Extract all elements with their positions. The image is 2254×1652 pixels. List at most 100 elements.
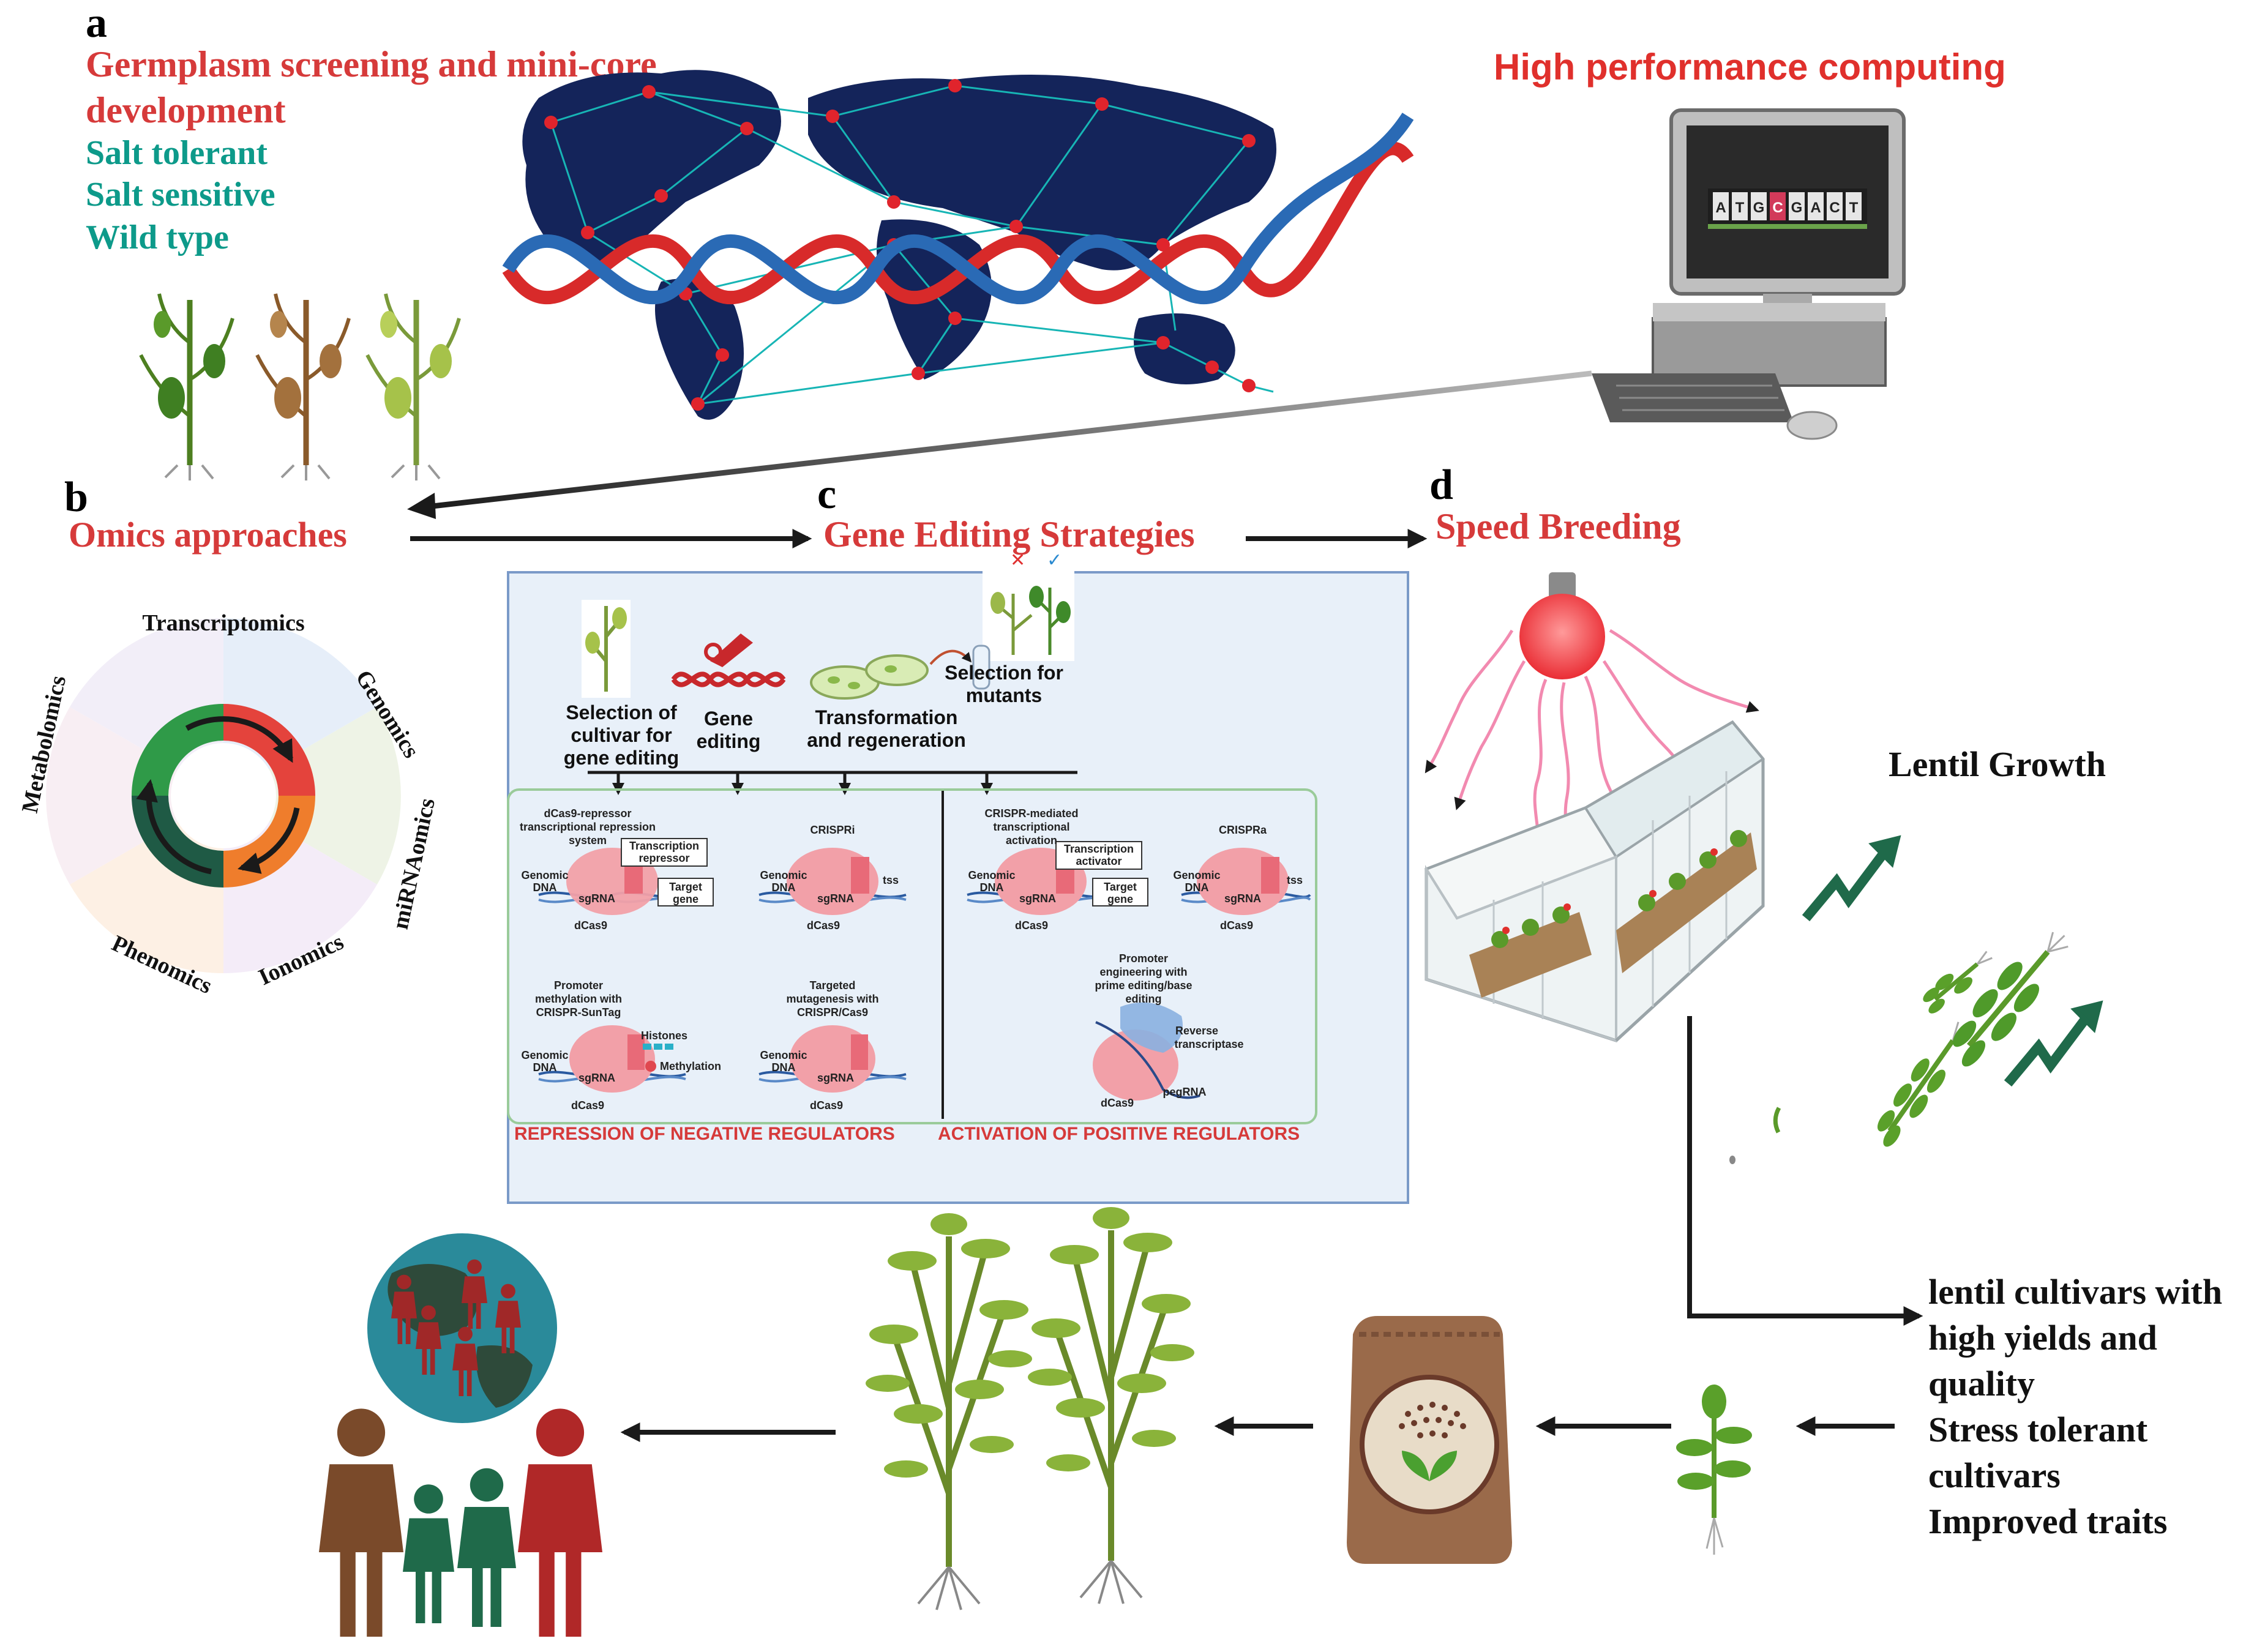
- dna-sequence: A T G C G A C T: [1708, 189, 1867, 229]
- sgrna-label: sgRNA: [1019, 892, 1056, 905]
- panel-c-title: Gene Editing Strategies: [823, 514, 1195, 555]
- seedling-plant-icon: [1676, 1385, 1752, 1555]
- genomic-label: Genomic: [968, 869, 1015, 881]
- panel-b-title: Omics approaches: [69, 515, 347, 555]
- dcas9-label: dCas9: [1220, 919, 1253, 932]
- panel-hpc: High performance computing A: [407, 47, 2006, 519]
- cultivar-plant-icon: [582, 600, 631, 698]
- targeted-mutagenesis-line3: CRISPR/Cas9: [797, 1006, 868, 1018]
- dcas9-repressor-line1: dCas9-repressor: [544, 807, 631, 820]
- target-gene-line1: Target: [669, 881, 702, 893]
- family-people-icon: [319, 1408, 602, 1637]
- seedling-icon: [1923, 951, 1993, 1014]
- computer-icon: [1592, 108, 1906, 440]
- seq-letter: T: [1735, 200, 1745, 216]
- activator-label-line1: Transcription: [1064, 843, 1134, 855]
- petri-dishes-icon: [810, 645, 990, 700]
- panel-d-title: Speed Breeding: [1436, 506, 1681, 547]
- dcas9-label: dCas9: [574, 919, 607, 932]
- growth-trend-arrowhead: [1868, 835, 1901, 868]
- panel-c-letter: c: [817, 471, 836, 518]
- promoter-methylation-line3: CRISPR-SunTag: [536, 1006, 621, 1018]
- panel-a: a Germplasm screening and mini-core deve…: [86, 0, 1414, 480]
- sgrna-label: sgRNA: [817, 1072, 854, 1084]
- growth-trend-arrowhead: [2070, 1000, 2103, 1033]
- seq-tile: [1732, 192, 1748, 220]
- category-wild-type: Wild type: [86, 219, 229, 256]
- mutant-plants-icon: ✕ ✓: [983, 550, 1074, 661]
- tss-label: tss: [1287, 874, 1303, 886]
- sgrna-label: sgRNA: [578, 1072, 615, 1084]
- seed-bag-icon: [1347, 1316, 1512, 1564]
- panel-b-letter: b: [64, 474, 88, 521]
- activator-label-line2: activator: [1076, 855, 1121, 867]
- seq-letter: C: [1829, 200, 1840, 216]
- step-mutant-line1: Selection for: [945, 662, 1063, 684]
- outcome-line4: Stress tolerant: [1928, 1410, 2148, 1449]
- outcomes: lentil cultivars with high yields and qu…: [319, 1207, 2222, 1637]
- pegrna-label: pegRNA: [1163, 1086, 1207, 1098]
- seq-letter: T: [1849, 200, 1859, 216]
- dna-label: DNA: [772, 881, 796, 894]
- sgrna-label: sgRNA: [1224, 892, 1261, 905]
- targeted-mutagenesis-line1: Targeted: [810, 979, 856, 992]
- outcome-line5: cultivars: [1928, 1456, 2061, 1495]
- activation-target-line2: gene: [1107, 893, 1133, 905]
- genomic-label: Genomic: [521, 1049, 568, 1061]
- prime-editing-line2: engineering with: [1099, 966, 1187, 978]
- panel-c: c Gene Editing Strategies ✕ ✓: [507, 471, 1428, 1204]
- dcas9-label: dCas9: [1101, 1097, 1134, 1109]
- seq-letter: A: [1810, 200, 1821, 216]
- mature-plant-icon: [1953, 932, 2069, 1067]
- step-select-line3: gene editing: [564, 747, 679, 769]
- crispri-label: CRISPRi: [810, 824, 855, 836]
- dna-label: DNA: [772, 1061, 796, 1074]
- prime-editing-line3: prime editing/base: [1095, 979, 1192, 992]
- gene-editing-scissors-dna-icon: [671, 634, 786, 687]
- dcas9-label: dCas9: [1015, 919, 1048, 932]
- genomic-label: Genomic: [1173, 869, 1220, 881]
- activation-heading: ACTIVATION OF POSITIVE REGULATORS: [938, 1124, 1300, 1144]
- lentil-growth-title: Lentil Growth: [1889, 744, 2106, 784]
- panel-b: b Omics approaches Transcriptomics Genom…: [17, 474, 812, 999]
- step-transform-line2: and regeneration: [807, 729, 966, 751]
- activation-diagrams: [967, 841, 1311, 1101]
- svg-text:✕: ✕: [1010, 550, 1025, 570]
- seq-letter: G: [1753, 200, 1765, 216]
- seq-tile: [1713, 192, 1729, 220]
- sgrna-label: sgRNA: [578, 892, 615, 905]
- step-edit-line1: Gene: [704, 708, 753, 730]
- panel-a-letter: a: [86, 0, 107, 47]
- hpc-to-omics-arrow: [416, 370, 1592, 511]
- reverse-transcriptase-line2: transcriptase: [1174, 1038, 1243, 1050]
- promoter-methylation-line2: methylation with: [535, 993, 622, 1005]
- seq-tile: [1789, 192, 1805, 220]
- sgrna-label: sgRNA: [817, 892, 854, 905]
- crispr-mediated-line3: activation: [1006, 834, 1057, 847]
- svg-text:✓: ✓: [1047, 550, 1062, 570]
- outcome-line6: Improved traits: [1928, 1501, 2167, 1541]
- reverse-transcriptase-line1: Reverse: [1175, 1025, 1218, 1037]
- target-gene-line2: gene: [673, 893, 698, 905]
- promoter-methylation-line1: Promoter: [554, 979, 603, 992]
- dcas9-repressor-line3: system: [569, 834, 607, 847]
- hpc-title: High performance computing: [1494, 47, 2006, 88]
- crispr-mediated-line1: CRISPR-mediated: [984, 807, 1078, 820]
- genomic-label: Genomic: [760, 869, 807, 881]
- repression-diagrams: [538, 838, 907, 1093]
- panel-d: d Speed Breeding: [1425, 462, 2106, 1326]
- green-plant-icon: [139, 293, 234, 480]
- lentil-growth-stages: [1729, 835, 2103, 1164]
- panel-a-title-line2: development: [86, 90, 286, 130]
- methylation-label: Methylation: [660, 1060, 721, 1072]
- omics-wheel: Transcriptomics Genomics miRNAomics Iono…: [17, 610, 440, 999]
- dcas9-repressor-line2: transcriptional repression: [520, 821, 656, 833]
- seq-tile-highlight: [1770, 192, 1786, 220]
- world-network-map-icon: [502, 70, 1414, 420]
- dna-label: DNA: [533, 881, 557, 894]
- dcas9-label: dCas9: [807, 919, 840, 932]
- strategies-frame: [507, 788, 1317, 1124]
- prime-editing-line4: editing: [1126, 993, 1162, 1005]
- crispra-label: CRISPRa: [1219, 824, 1267, 836]
